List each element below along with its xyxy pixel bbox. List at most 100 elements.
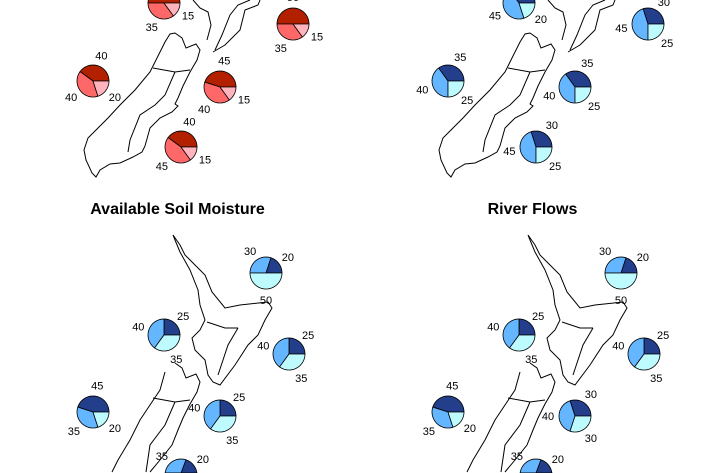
slice-label: 50 <box>260 295 272 307</box>
slice-label: 20 <box>464 423 476 435</box>
below-normal-slice <box>569 415 592 433</box>
north-island-outline <box>172 234 273 386</box>
slice-label: 25 <box>661 38 673 50</box>
slice-label: 30 <box>546 120 558 132</box>
above-normal-slice <box>530 130 553 148</box>
above-normal-slice <box>219 399 237 417</box>
pie-chart: 20 30 50 <box>599 246 649 307</box>
slice-label: 45 <box>615 23 627 35</box>
above-normal-slice <box>518 318 536 336</box>
slice-label: 20 <box>109 92 121 104</box>
below-normal-slice <box>518 2 536 19</box>
panel-title-river-flows: River Flows <box>487 201 578 218</box>
north-island-outline <box>192 0 261 53</box>
near-normal-slice <box>76 71 99 98</box>
slice-label: 30 <box>244 246 256 258</box>
below-normal-slice <box>509 334 536 352</box>
above-normal-slice <box>569 399 592 417</box>
below-normal-slice <box>210 415 237 433</box>
pie-chart: 503515 <box>146 0 194 34</box>
slice-label: 30 <box>585 433 597 445</box>
below-normal-slice <box>154 334 181 352</box>
south-island-outline <box>83 32 201 178</box>
slice-label: 20 <box>552 454 564 466</box>
slice-label: 50 <box>287 0 299 4</box>
slice-label: 35 <box>454 52 466 64</box>
below-normal-slice <box>279 353 306 371</box>
slice-label: 25 <box>233 392 245 404</box>
slice-label: 30 <box>585 389 597 401</box>
below-normal-slice <box>647 23 665 41</box>
north-island-outline <box>547 0 616 53</box>
south-island-outline <box>111 362 201 473</box>
panel-top-right: 354520304525354025354025304525 <box>416 0 673 178</box>
slice-label: 15 <box>182 10 194 22</box>
below-normal-slice <box>634 353 661 371</box>
slice-label: 25 <box>549 161 561 173</box>
near-normal-slice <box>203 81 230 104</box>
slice-label: 20 <box>197 454 209 466</box>
above-normal-slice <box>204 70 237 88</box>
near-normal-slice <box>502 318 520 349</box>
slice-label: 20 <box>637 252 649 264</box>
pie-chart: 503515 <box>275 0 324 55</box>
slice-label: 25 <box>177 311 189 323</box>
slice-label: 35 <box>146 22 158 34</box>
slice-label: 35 <box>295 373 307 385</box>
below-normal-slice <box>574 86 592 104</box>
near-normal-slice <box>164 137 191 164</box>
below-normal-slice <box>163 2 181 17</box>
slice-label: 45 <box>489 10 501 22</box>
slice-label: 30 <box>599 246 611 258</box>
near-normal-slice <box>519 131 537 164</box>
above-normal-slice <box>516 0 536 4</box>
slice-label: 40 <box>487 322 499 334</box>
above-normal-slice <box>167 130 198 148</box>
near-normal-slice <box>502 0 525 20</box>
north-island-outline <box>527 234 628 386</box>
near-normal-slice <box>249 256 272 274</box>
near-normal-slice <box>147 318 165 349</box>
slice-label: 40 <box>183 116 195 128</box>
slice-label: 45 <box>218 55 230 67</box>
slice-label: 35 <box>68 426 80 438</box>
slice-label: 35 <box>156 451 168 463</box>
panel-title-soil-moisture: Available Soil Moisture <box>90 201 265 218</box>
south-island-outline <box>466 362 556 473</box>
slice-label: 45 <box>156 161 168 173</box>
north-island-outline <box>206 321 239 376</box>
slice-label: 25 <box>588 101 600 113</box>
below-normal-slice <box>447 80 465 98</box>
south-island-outline <box>482 67 546 153</box>
south-island-outline <box>438 32 556 178</box>
below-normal-slice <box>219 86 237 101</box>
above-normal-slice <box>276 7 310 25</box>
near-normal-slice <box>558 400 576 432</box>
above-normal-slice <box>77 395 110 413</box>
below-normal-slice <box>447 411 465 428</box>
slice-label: 45 <box>446 380 458 392</box>
slice-label: 50 <box>615 295 627 307</box>
above-normal-slice <box>163 318 181 336</box>
above-normal-slice <box>432 395 465 413</box>
slice-label: 40 <box>416 84 428 96</box>
slice-label: 15 <box>199 154 211 166</box>
slice-label: 45 <box>91 380 103 392</box>
